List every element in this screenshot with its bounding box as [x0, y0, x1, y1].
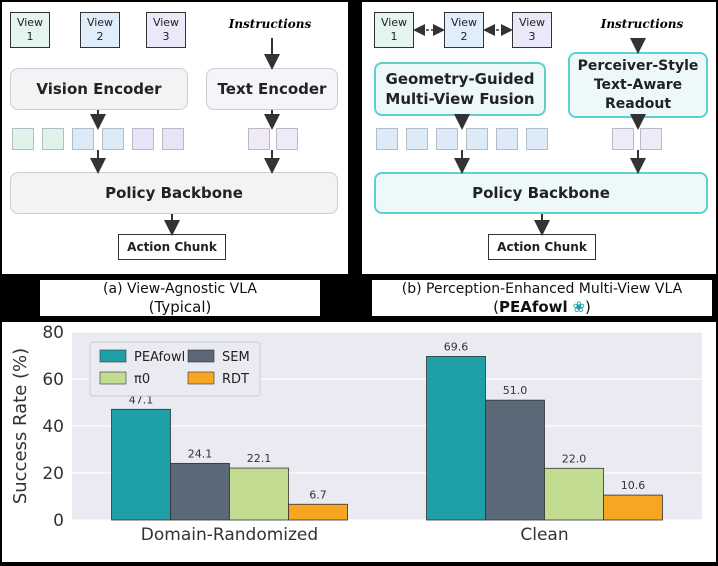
view-label: View — [380, 16, 408, 29]
bar-value-label: 22.0 — [562, 452, 587, 465]
left-view-2: View 2 — [80, 12, 120, 48]
bar — [544, 467, 604, 521]
readout-box: Perceiver-Style Text-Aware Readout — [568, 52, 708, 118]
bar-value-label: 47.1 — [129, 393, 154, 406]
y-tick-label: 60 — [42, 370, 64, 390]
view-label: View — [450, 16, 478, 29]
y-axis-label: Success Rate (%) — [10, 348, 31, 504]
vision-token — [42, 128, 64, 150]
bar — [485, 399, 545, 521]
legend-swatch — [187, 349, 215, 363]
view-number: 1 — [26, 30, 34, 43]
y-tick-label: 20 — [42, 464, 64, 484]
legend-label: PEAfowl — [134, 350, 185, 365]
bar-value-label: 24.1 — [188, 447, 213, 460]
bar-value-label: 22.1 — [247, 452, 272, 465]
bar-value-label: 69.6 — [444, 340, 469, 353]
left-action-chunk: Action Chunk — [118, 234, 226, 260]
view-number: 3 — [162, 30, 170, 43]
fusion-box: Geometry-Guided Multi-View Fusion — [374, 62, 546, 116]
text-encoder-box: Text Encoder — [206, 68, 338, 110]
legend-label: RDT — [222, 372, 249, 387]
fused-token — [496, 128, 518, 150]
view-label: View — [518, 16, 546, 29]
fused-token — [526, 128, 548, 150]
x-category-label: Domain-Randomized — [141, 525, 318, 545]
left-policy-backbone-box: Policy Backbone — [10, 172, 338, 214]
fused-token — [466, 128, 488, 150]
legend-label: SEM — [222, 350, 250, 365]
peacock-icon: ❀ — [572, 298, 586, 316]
fused-token — [406, 128, 428, 150]
fusion-line-2: Multi-View Fusion — [385, 90, 535, 108]
left-instructions-label: Instructions — [228, 17, 312, 31]
right-caption: (b) Perception-Enhanced Multi-View VLA (… — [372, 280, 712, 316]
bar — [229, 467, 289, 521]
readout-line-3: Readout — [604, 95, 672, 112]
view-number: 1 — [390, 30, 398, 43]
vision-token — [162, 128, 184, 150]
right-diagram-panel: View 1 View 2 View 3 Instructions Geomet… — [362, 2, 716, 274]
fusion-line-1: Geometry-Guided — [385, 70, 535, 88]
y-tick-label: 40 — [42, 417, 64, 437]
fused-token — [376, 128, 398, 150]
peafowl-name: PEAfowl — [498, 298, 568, 316]
readout-line-1: Perceiver-Style — [577, 57, 699, 74]
text-token — [248, 128, 270, 150]
legend-swatch — [187, 371, 215, 385]
readout-token — [612, 128, 634, 150]
vision-token — [132, 128, 154, 150]
x-category-label: Clean — [520, 525, 568, 545]
left-caption-line-2: (Typical) — [148, 298, 212, 316]
view-number: 3 — [528, 30, 536, 43]
right-action-chunk: Action Chunk — [488, 234, 596, 260]
legend-box — [89, 341, 261, 397]
bar-value-label: 10.6 — [621, 479, 646, 492]
right-policy-backbone-box: Policy Backbone — [374, 172, 708, 214]
vision-encoder-box: Vision Encoder — [10, 68, 188, 110]
vision-token — [12, 128, 34, 150]
right-view-1: View 1 — [374, 12, 414, 48]
bar — [111, 408, 171, 521]
right-caption-line-1: (b) Perception-Enhanced Multi-View VLA — [401, 281, 683, 297]
right-instructions-label: Instructions — [600, 17, 684, 31]
legend-swatch — [99, 371, 127, 385]
legend-swatch — [99, 349, 127, 363]
left-caption-line-1: (a) View-Agnostic VLA — [103, 281, 257, 297]
readout-token — [640, 128, 662, 150]
right-caption-line-2: (PEAfowl ❀) — [493, 298, 591, 316]
view-label: View — [16, 16, 44, 29]
bar — [288, 503, 348, 521]
left-caption: (a) View-Agnostic VLA (Typical) — [40, 280, 320, 316]
vision-token — [102, 128, 124, 150]
readout-line-2: Text-Aware — [593, 76, 683, 93]
left-view-1: View 1 — [10, 12, 50, 48]
view-number: 2 — [96, 30, 104, 43]
right-view-3: View 3 — [512, 12, 552, 48]
y-tick-label: 0 — [53, 511, 64, 531]
left-diagram-panel: View 1 View 2 View 3 Instructions Vision… — [2, 2, 348, 274]
view-number: 2 — [460, 30, 468, 43]
bar-value-label: 6.7 — [309, 488, 327, 501]
right-view-2: View 2 — [444, 12, 484, 48]
bar — [170, 462, 230, 521]
text-token — [276, 128, 298, 150]
y-tick-label: 80 — [42, 323, 64, 343]
bar-value-label: 51.0 — [503, 384, 528, 397]
bar — [603, 494, 663, 521]
vision-token — [72, 128, 94, 150]
view-label: View — [86, 16, 114, 29]
left-view-3: View 3 — [146, 12, 186, 48]
legend-label: π0 — [134, 372, 150, 387]
bar — [426, 356, 486, 521]
view-label: View — [152, 16, 180, 29]
fused-token — [436, 128, 458, 150]
